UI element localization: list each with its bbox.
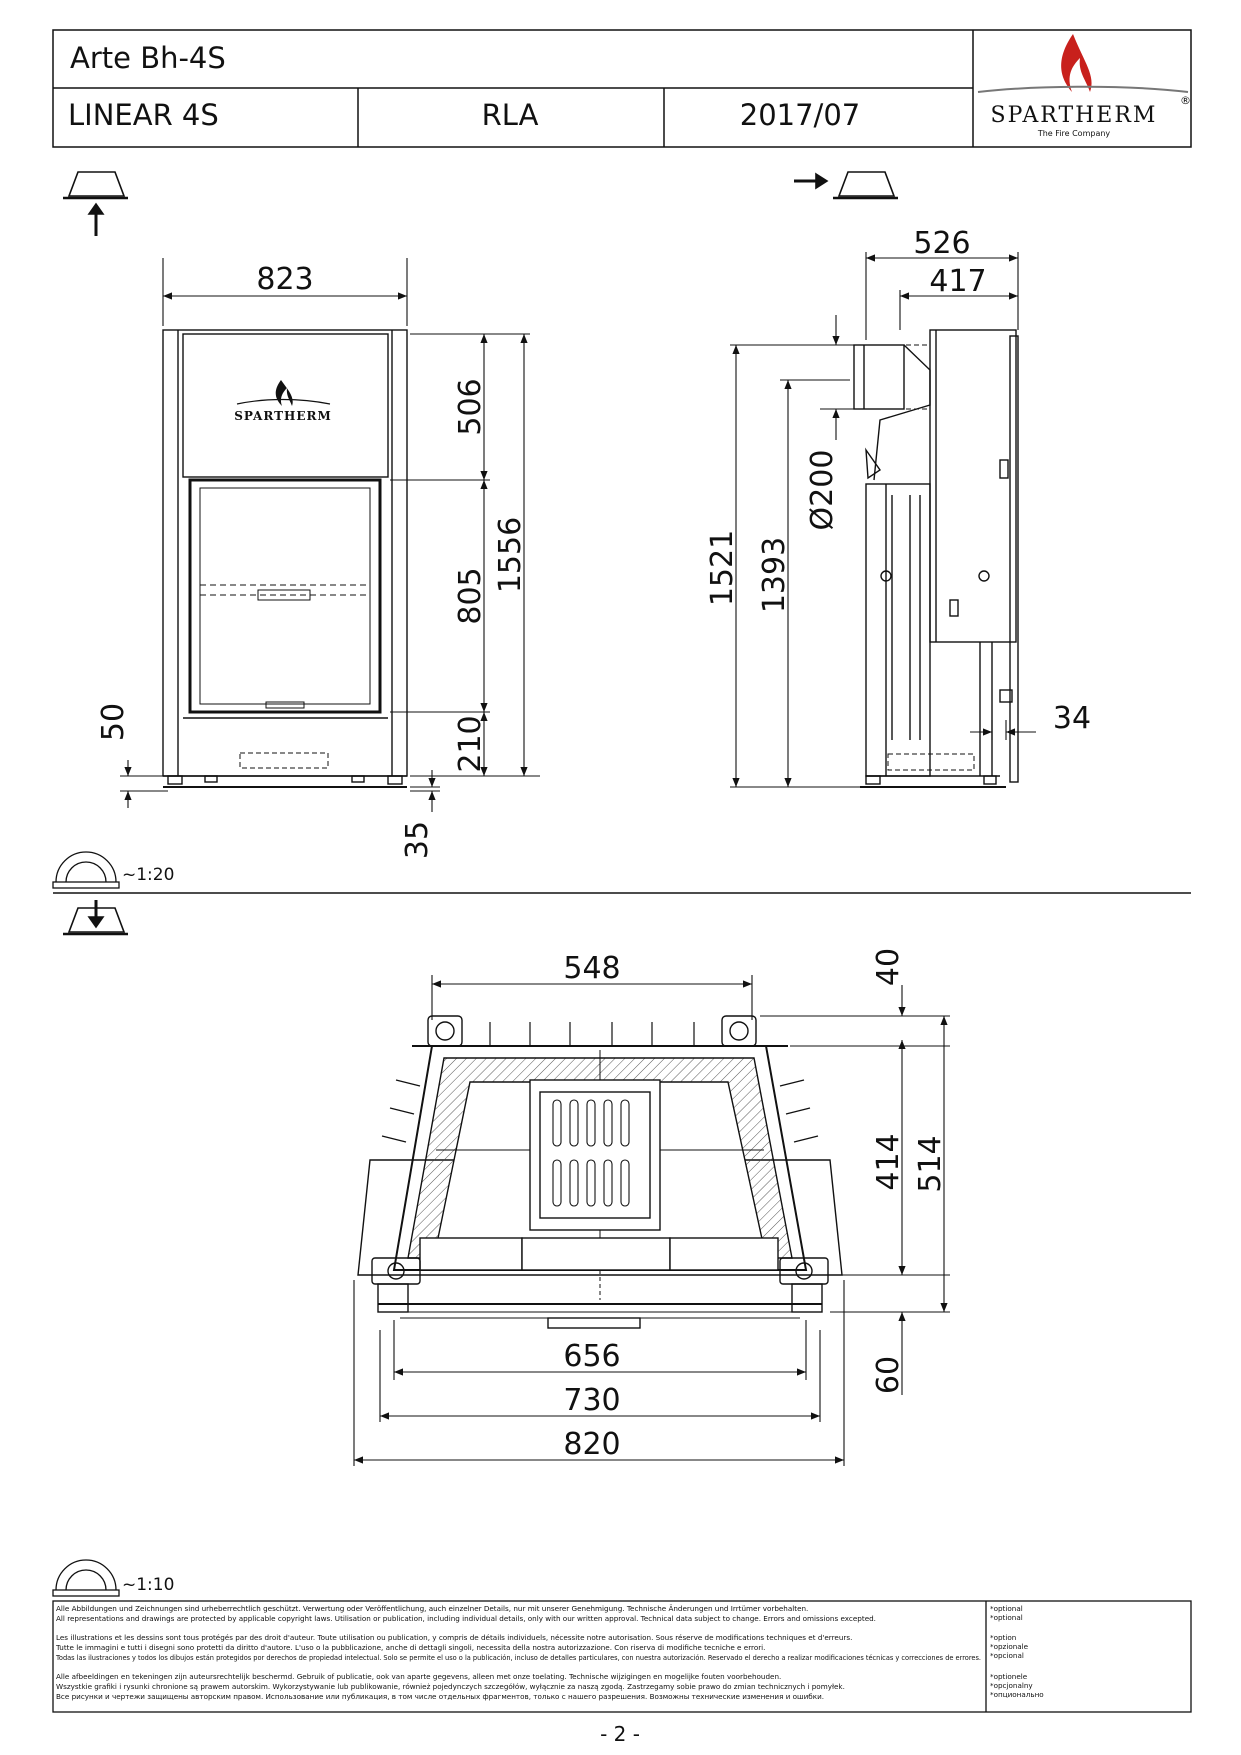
optional-es: *opcional (990, 1651, 1024, 1660)
legal-line-es: Todas las ilustraciones y todos los dibu… (55, 1653, 981, 1662)
scale-lower: ~1:10 (122, 1575, 174, 1595)
scale-icon-lower (52, 1559, 120, 1597)
dim-side-height: 1521 (705, 530, 740, 606)
series-name: LINEAR 4S (68, 98, 219, 132)
optional-de: *optional (990, 1604, 1023, 1613)
optional-ru: *опционально (990, 1690, 1044, 1699)
title-block (52, 29, 1192, 148)
optional-fr: *option (990, 1633, 1016, 1642)
optional-labels: *optional *optional *option *opzionale *… (990, 1604, 1044, 1699)
product-code: RLA (482, 98, 539, 132)
legal-line-ru: Все рисунки и чертежи защищены авторским… (56, 1692, 824, 1701)
dim-top-depth-inner: 414 (871, 1133, 906, 1190)
top-view-drawing (357, 1015, 843, 1329)
dim-front-foot: 50 (96, 703, 131, 741)
dim-front-top: 506 (453, 378, 488, 435)
dim-top-depth-total: 514 (913, 1135, 948, 1192)
front-logo-text: SPARTHERM (234, 409, 332, 423)
legal-text: Alle Abbildungen und Zeichnungen sind ur… (55, 1604, 981, 1701)
scale-upper: ~1:20 (122, 865, 174, 885)
dim-top-730: 730 (563, 1383, 620, 1418)
dim-front-total: 1556 (493, 517, 528, 593)
legal-line-fr: Les illustrations et les dessins sont to… (56, 1633, 852, 1642)
optional-en: *optional (990, 1613, 1023, 1622)
side-view-drawing (853, 329, 1019, 788)
model-name: Arte Bh-4S (70, 41, 226, 75)
front-view-logo: SPARTHERM (234, 380, 332, 423)
brand-tagline: The Fire Company (1037, 129, 1111, 138)
legal-line-pl: Wszystkie grafiki i rysunki chronione są… (56, 1682, 845, 1691)
legal-box (52, 1600, 1192, 1713)
dim-front-leg: 35 (400, 821, 435, 859)
optional-pl: *opcjonalny (990, 1681, 1033, 1690)
top-view-symbol (63, 900, 128, 936)
optional-it: *opzionale (990, 1642, 1029, 1651)
side-view-dimensions (730, 252, 1036, 788)
optional-nl: *optionele (990, 1672, 1028, 1681)
dim-top-820: 820 (563, 1427, 620, 1462)
brand-name: SPARTHERM (991, 103, 1158, 128)
registered-mark: ® (1180, 94, 1191, 107)
side-view-symbol (794, 171, 898, 200)
legal-line-it: Tutte le immagini e tutti i disegni sono… (55, 1643, 765, 1652)
legal-line-de: Alle Abbildungen und Zeichnungen sind ur… (56, 1604, 808, 1613)
dim-side-flue-height: 1393 (757, 537, 792, 613)
dim-side-depth: 526 (913, 226, 970, 261)
dim-front-width: 823 (256, 262, 313, 297)
scale-icon-upper (52, 851, 120, 889)
dim-side-depth-inner: 417 (929, 264, 986, 299)
page-number: - 2 - (600, 1722, 640, 1746)
legal-line-en: All representations and drawings are pro… (56, 1614, 876, 1623)
dim-top-width: 548 (563, 951, 620, 986)
legal-line-nl: Alle afbeeldingen en tekeningen zijn aut… (56, 1672, 781, 1681)
front-view-symbol (63, 171, 128, 236)
front-view-dimensions (120, 258, 540, 812)
drawing-date: 2017/07 (740, 98, 860, 132)
dim-top-bottom-gap: 60 (871, 1356, 906, 1394)
top-view-dimensions (353, 975, 950, 1466)
dim-top-656: 656 (563, 1339, 620, 1374)
dim-front-door: 805 (453, 567, 488, 624)
dim-front-base: 210 (453, 715, 488, 772)
front-view-drawing (162, 329, 408, 788)
dim-side-offset: 34 (1053, 701, 1091, 736)
dim-side-flue-diameter: Ø200 (805, 450, 840, 531)
dim-top-gap: 40 (871, 948, 906, 986)
spartherm-logo: SPARTHERM ® The Fire Company (977, 34, 1191, 138)
